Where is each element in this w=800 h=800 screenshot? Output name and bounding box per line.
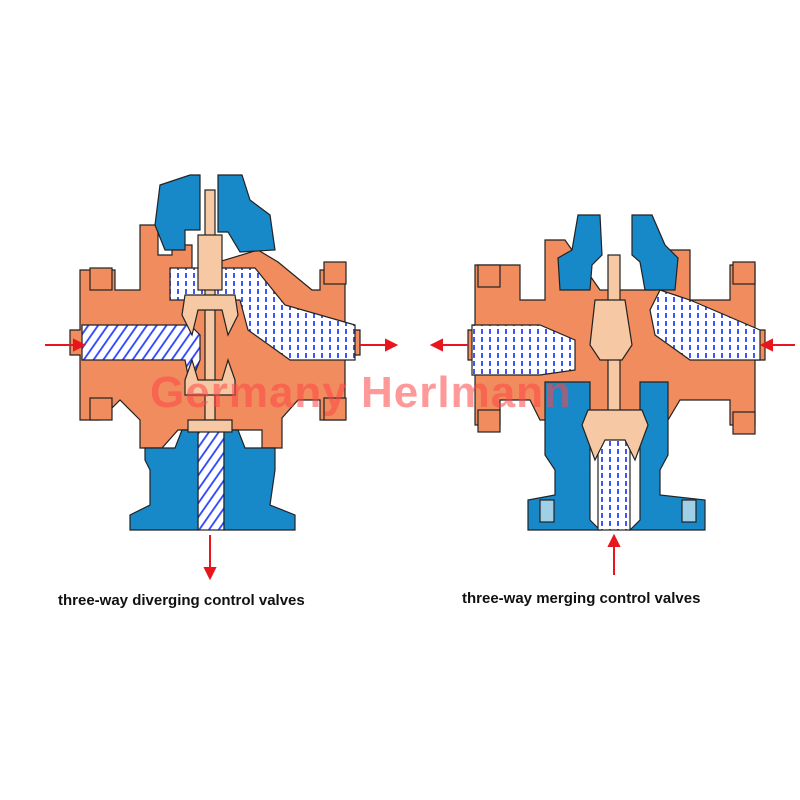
red-arrow-icon (385, 338, 399, 352)
merging-plug (581, 409, 649, 462)
flange-bolt (732, 411, 756, 435)
flange-bolt (89, 397, 113, 421)
diverging-bonnet (217, 174, 276, 253)
merging-bottom-bonnet (628, 381, 706, 531)
merging-bottom-bonnet (527, 381, 602, 531)
red-arrow-icon (759, 338, 773, 352)
flange-bolt (732, 261, 756, 285)
flange-bolt (477, 409, 501, 433)
diverging-plug (181, 294, 239, 337)
diverging-stem-guide (197, 234, 223, 291)
diverging-flow-outlet-bottom (197, 429, 225, 531)
diverging-bonnet (154, 174, 201, 251)
merging-flow-outlet-left (471, 324, 576, 376)
diverging-bottom-bonnet (223, 429, 296, 531)
merging-plug (589, 299, 633, 361)
merging-valve (467, 214, 766, 531)
diverging-caption: three-way diverging control valves (58, 592, 305, 609)
merging-flow-inlet-right (649, 289, 761, 361)
merging-flow-inlet-bottom (597, 429, 631, 531)
merging-bonnet (631, 214, 679, 291)
diverging-bottom-bonnet (129, 429, 199, 531)
merging-flow-arrows (429, 338, 795, 575)
merging-bonnet (557, 214, 603, 291)
watermark: Germany Herlmann (150, 368, 572, 417)
red-arrow-icon (429, 338, 443, 352)
flange-bolt (323, 261, 347, 285)
flange-bolt (323, 397, 347, 421)
diverging-flow-arrows (45, 338, 399, 581)
red-arrow-icon (203, 567, 217, 581)
merging-caption: three-way merging control valves (462, 590, 701, 607)
red-arrow-icon (607, 533, 621, 547)
red-arrow-icon (73, 338, 87, 352)
diverging-plug (184, 358, 236, 396)
flange-bolt (89, 267, 113, 291)
flange-bolt (681, 499, 697, 523)
diverging-valve (69, 174, 361, 531)
flange-bolt (539, 499, 555, 523)
flange-bolt (477, 264, 501, 288)
diverging-seat (187, 419, 233, 433)
